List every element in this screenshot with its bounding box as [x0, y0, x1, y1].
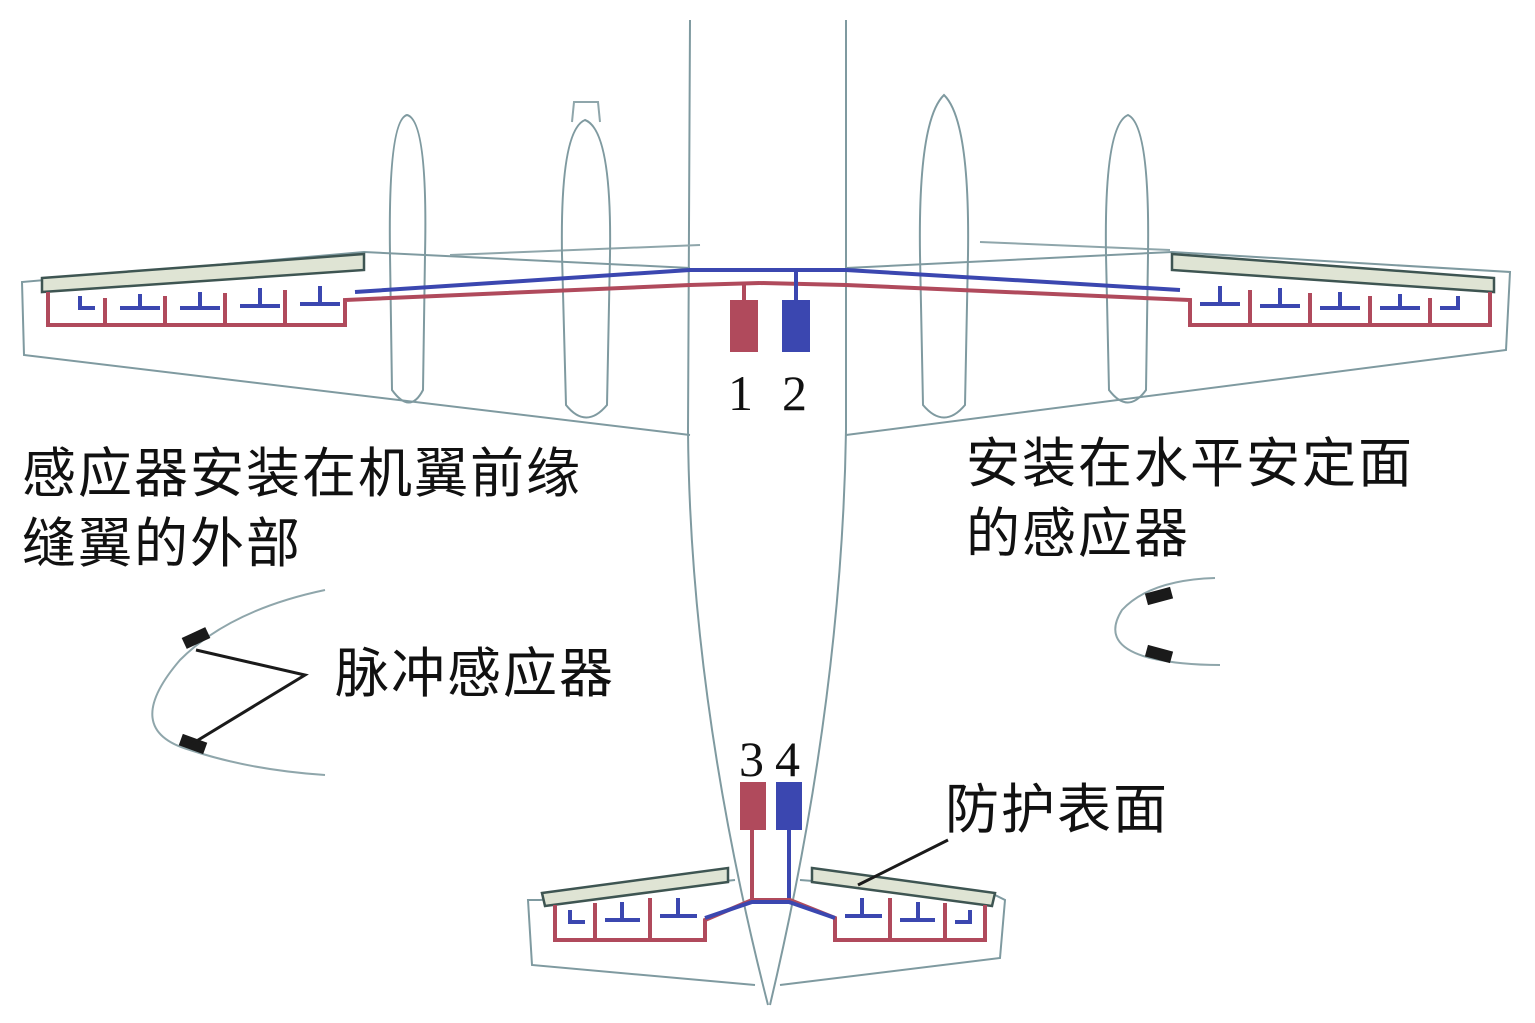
controller-unit-1 — [730, 300, 758, 352]
unit-label-3: 3 — [739, 731, 764, 787]
unit-label-2: 2 — [782, 365, 807, 421]
tail-deicing-circuit — [540, 866, 997, 942]
wing-sensor-caption-line1: 感应器安装在机翼前缘 — [22, 442, 582, 505]
unit-label-1: 1 — [728, 365, 753, 421]
stab-sensor-lower — [1144, 644, 1174, 664]
fuselage — [686, 19, 847, 1006]
controller-unit-4 — [776, 782, 802, 830]
stab-sensor-caption-line1: 安装在水平安定面 — [966, 432, 1414, 495]
pulse-sensor-label: 脉冲感应器 — [335, 642, 615, 705]
left-wing — [20, 244, 701, 436]
right-wing — [845, 241, 1512, 436]
wing-sensor-caption-line2: 缝翼的外部 — [22, 512, 302, 575]
stabilizer-leading-edge-section — [1114, 577, 1221, 666]
stab-sensor-caption-line2: 的感应器 — [966, 502, 1190, 565]
protected-surface-label: 防护表面 — [945, 778, 1169, 841]
right-wing-deicing-circuit — [759, 252, 1496, 327]
controller-unit-2 — [782, 300, 810, 352]
stab-sensor-upper — [1144, 586, 1174, 606]
controller-units-wing — [730, 270, 810, 352]
leader-lines — [189, 648, 949, 887]
wing-leading-edge-section — [151, 589, 326, 776]
engine-nacelles — [388, 93, 1150, 419]
pulse-sensor-upper — [181, 627, 211, 649]
controller-units-tail — [740, 782, 802, 900]
unit-label-4: 4 — [775, 731, 800, 787]
left-wing-deicing-circuit — [40, 252, 846, 327]
controller-unit-3 — [740, 782, 766, 830]
